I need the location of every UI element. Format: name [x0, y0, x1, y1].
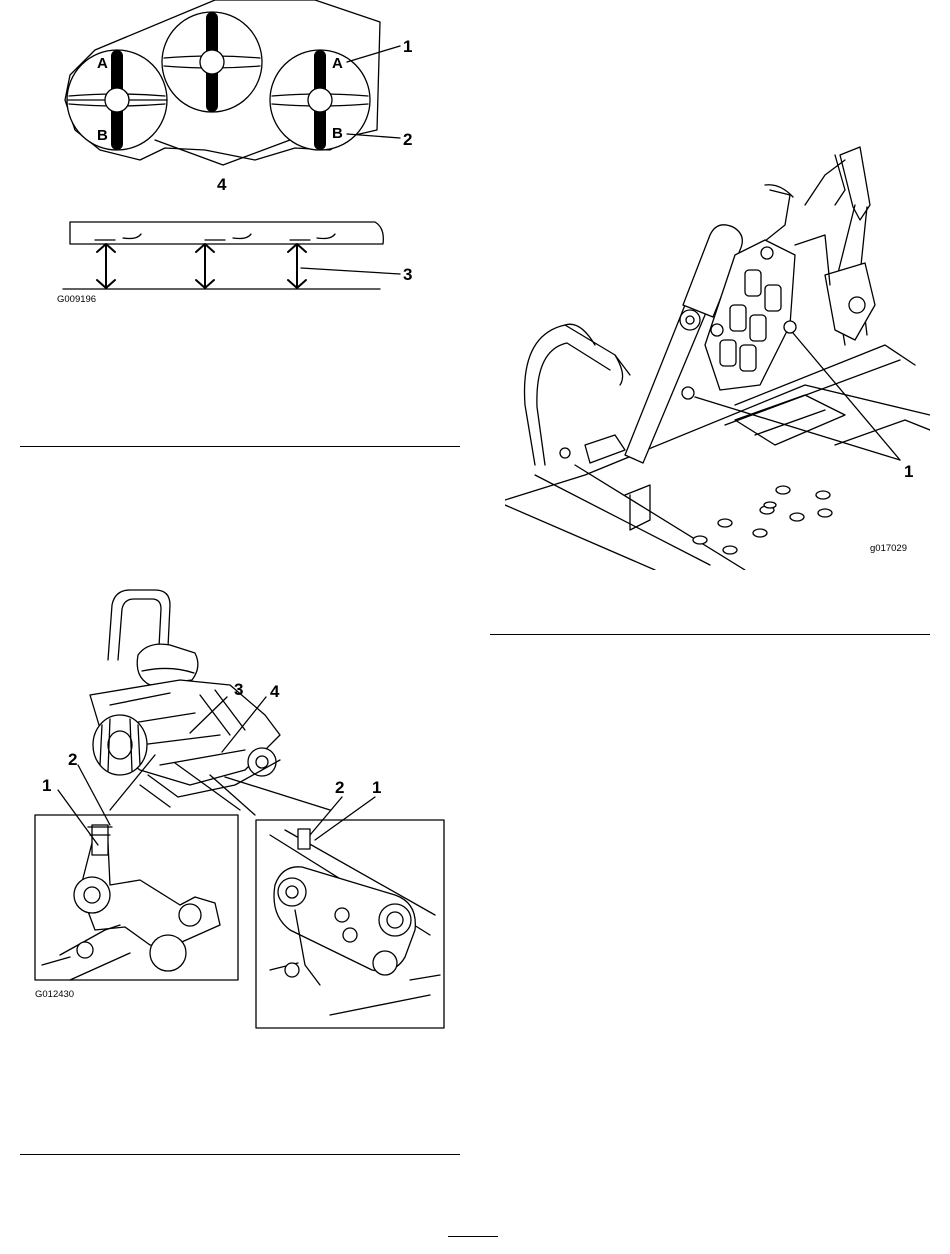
- bolt-1: [711, 324, 723, 336]
- figure-console-view: 1 g017029: [505, 145, 930, 570]
- callout-4-main: 4: [270, 682, 280, 701]
- bolt-3: [784, 321, 796, 333]
- callout-1-right: 1: [372, 778, 381, 797]
- callout-1: 1: [904, 462, 913, 481]
- console-drawing: 1 g017029: [505, 145, 930, 570]
- callout-1: 1: [403, 37, 412, 56]
- blade-letter-a-left: A: [97, 55, 108, 72]
- figure-linkage-detail: 3 4 1 2 2 1: [30, 585, 460, 1030]
- right-lever: [840, 147, 870, 220]
- blade-diagram-drawing: A B A B 1 2 4 3 G009196: [55, 0, 435, 310]
- divider-rule: [20, 446, 460, 447]
- blade-letter-b-right: B: [332, 125, 343, 142]
- figure-blade-diagram: A B A B 1 2 4 3 G009196: [55, 0, 435, 310]
- grab-handle: [525, 325, 631, 465]
- blade-letter-a-right: A: [332, 55, 343, 72]
- deck-side-view: [70, 222, 383, 244]
- figure-code: G012430: [35, 989, 74, 1000]
- figure-code: G009196: [57, 294, 96, 305]
- callout-2-right: 2: [335, 778, 344, 797]
- linkage-drawing: 3 4 1 2 2 1: [30, 585, 460, 1030]
- callout-2-left: 2: [68, 750, 77, 769]
- bolt-2: [682, 387, 694, 399]
- callout-3-main: 3: [234, 680, 243, 699]
- callout-3: 3: [403, 265, 412, 284]
- callout-1-left: 1: [42, 776, 51, 795]
- divider-rule: [490, 634, 930, 635]
- seat: [137, 644, 198, 685]
- callout-4: 4: [217, 175, 227, 194]
- divider-rule: [20, 1154, 460, 1155]
- page-number-rule: [448, 1236, 498, 1237]
- callout-2: 2: [403, 130, 412, 149]
- blade-letter-b-left: B: [97, 127, 108, 144]
- figure-code: g017029: [870, 543, 907, 554]
